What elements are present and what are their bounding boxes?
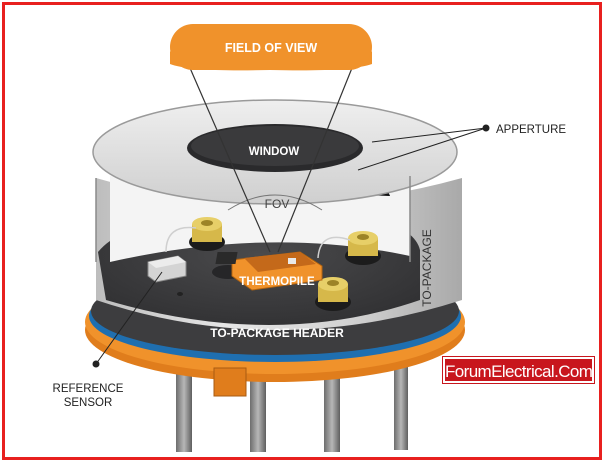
orange-tab xyxy=(213,367,247,397)
apperture-label: APPERTURE xyxy=(496,124,566,136)
field-of-view-label: FIELD OF VIEW xyxy=(225,41,318,55)
reference-sensor-block xyxy=(147,255,187,283)
leader-lines xyxy=(92,124,490,368)
field-of-view-cone xyxy=(189,67,353,253)
to-package-label: TO-PACKAGE xyxy=(420,229,434,307)
thermopile-label: THERMOPILE xyxy=(239,276,315,288)
reference-sensor-label-line1: REFERENCE xyxy=(53,383,124,395)
pin-legs xyxy=(176,350,408,452)
window-label: WINDOW xyxy=(249,146,300,158)
fov-label: FOV xyxy=(265,197,290,211)
to-package-header-label: TO-PACKAGE HEADER xyxy=(210,326,344,340)
thermopile-chip xyxy=(215,251,323,291)
reference-sensor-label-line2: SENSOR xyxy=(64,397,113,409)
watermark-brand: ForumElectrical.Com xyxy=(443,357,594,383)
terminals xyxy=(177,217,381,311)
